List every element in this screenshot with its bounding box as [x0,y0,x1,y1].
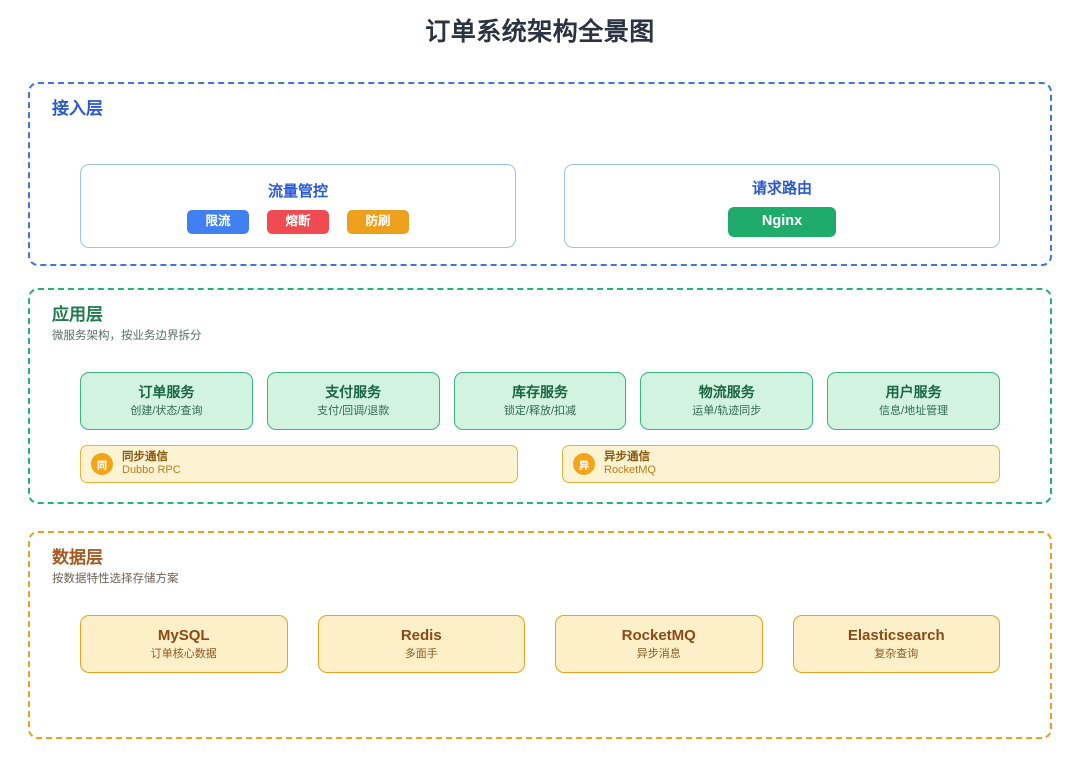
store-name: Elasticsearch [847,626,945,644]
service-card-logistics[interactable]: 物流服务 运单/轨迹同步 [640,372,814,430]
layer-data-title: 数据层 [52,548,103,567]
layer-application: 应用层 微服务架构，按业务边界拆分 订单服务 创建/状态/查询 支付服务 支付/… [28,288,1052,504]
layer-application-subtitle: 微服务架构，按业务边界拆分 [52,329,202,342]
tag-circuit-breaker[interactable]: 熔断 [267,209,329,235]
communication-group: 同 同步通信 Dubbo RPC 异 异步通信 RocketMQ [80,445,1000,483]
comm-sub: RocketMQ [604,464,656,477]
layer-access: 接入层 流量管控 限流 熔断 防刷 请求路由 Nginx [28,82,1052,266]
comm-title: 异步通信 [604,450,650,463]
layer-application-title: 应用层 [52,305,103,324]
access-card-group: 流量管控 限流 熔断 防刷 请求路由 Nginx [80,164,1000,248]
page-title: 订单系统架构全景图 [425,18,655,46]
layer-application-header: 应用层 微服务架构，按业务边界拆分 [30,290,1050,345]
sync-badge-icon: 同 [91,453,113,475]
card-traffic-control-title: 流量管控 [267,182,328,200]
tag-rate-limit[interactable]: 限流 [187,209,249,235]
store-desc: 订单核心数据 [150,648,217,661]
service-card-payment[interactable]: 支付服务 支付/回调/退款 [266,372,440,430]
comm-bar-async[interactable]: 异 异步通信 RocketMQ [562,445,1000,483]
service-desc: 创建/状态/查询 [130,404,203,417]
layer-data-subtitle: 按数据特性选择存储方案 [52,572,179,585]
tag-anti-brush[interactable]: 防刷 [347,209,409,235]
service-card-inventory[interactable]: 库存服务 锁定/释放/扣减 [453,372,627,430]
store-card-mysql[interactable]: MySQL 订单核心数据 [80,615,288,673]
store-card-elasticsearch[interactable]: Elasticsearch 复杂查询 [792,615,1000,673]
service-card-order[interactable]: 订单服务 创建/状态/查询 [80,372,253,430]
comm-bar-sync[interactable]: 同 同步通信 Dubbo RPC [80,445,518,483]
service-name: 物流服务 [698,384,755,401]
tag-nginx[interactable]: Nginx [728,206,836,238]
store-card-group: MySQL 订单核心数据 Redis 多面手 RocketMQ 异步消息 Ela… [80,615,1000,673]
comm-bar-sync-text: 同步通信 Dubbo RPC [122,450,181,478]
comm-bar-async-text: 异步通信 RocketMQ [604,450,656,478]
service-desc: 信息/地址管理 [879,404,949,417]
service-name: 库存服务 [511,384,568,401]
service-card-group: 订单服务 创建/状态/查询 支付服务 支付/回调/退款 库存服务 锁定/释放/扣… [80,372,1000,430]
service-name: 用户服务 [885,384,942,401]
service-card-user[interactable]: 用户服务 信息/地址管理 [827,372,1000,430]
service-name: 支付服务 [325,384,382,401]
store-card-rocketmq[interactable]: RocketMQ 异步消息 [555,615,763,673]
request-routing-tag-row: Nginx [728,206,836,238]
comm-title: 同步通信 [122,450,168,463]
layer-access-header: 接入层 [30,84,1050,121]
traffic-control-tag-row: 限流 熔断 防刷 [187,209,409,235]
service-name: 订单服务 [138,384,195,401]
layer-data-header: 数据层 按数据特性选择存储方案 [30,533,1050,588]
card-request-routing[interactable]: 请求路由 Nginx [564,164,1000,248]
store-desc: 多面手 [404,648,438,661]
service-desc: 运单/轨迹同步 [692,404,762,417]
comm-sub: Dubbo RPC [122,464,181,477]
store-name: Redis [400,626,442,644]
async-badge-icon: 异 [573,453,595,475]
layer-access-title: 接入层 [52,99,103,118]
store-desc: 异步消息 [636,648,681,661]
store-name: MySQL [157,626,210,644]
card-request-routing-title: 请求路由 [751,179,812,197]
service-desc: 支付/回调/退款 [317,404,390,417]
store-name: RocketMQ [621,626,696,644]
store-card-redis[interactable]: Redis 多面手 [317,615,525,673]
layer-data: 数据层 按数据特性选择存储方案 MySQL 订单核心数据 Redis 多面手 R… [28,531,1052,739]
card-traffic-control[interactable]: 流量管控 限流 熔断 防刷 [80,164,516,248]
store-desc: 复杂查询 [874,648,919,661]
service-desc: 锁定/释放/扣减 [503,404,577,417]
